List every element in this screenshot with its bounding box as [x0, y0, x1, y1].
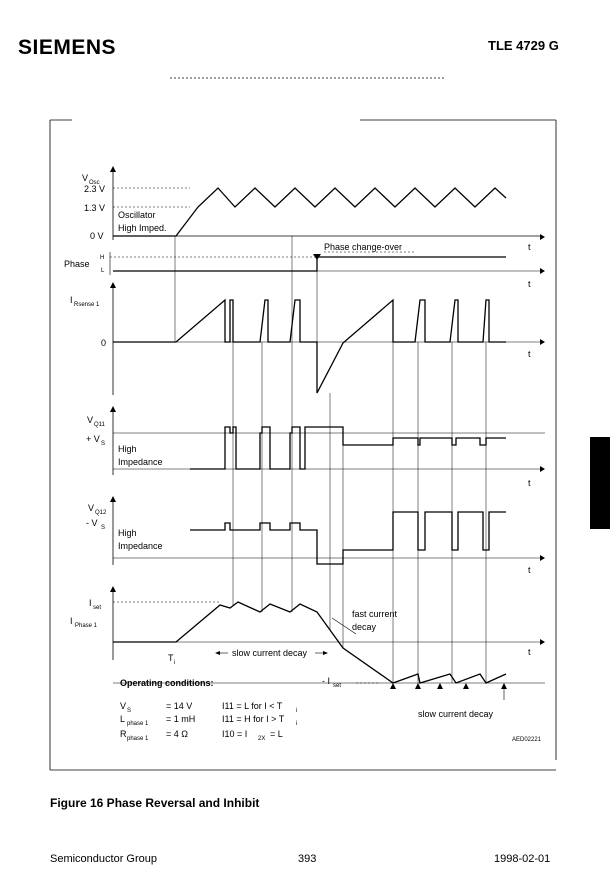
- diagram-label: phase 1: [127, 721, 149, 727]
- diagram-label: 2X: [258, 736, 265, 742]
- level-low-label: 1.3 V: [84, 203, 105, 213]
- i-sense-symbol: I: [70, 295, 73, 305]
- phase-signal: [113, 256, 506, 272]
- diagram-label: Q12: [95, 510, 107, 516]
- diagram-label: set: [333, 683, 341, 689]
- diagram-label: t: [528, 279, 531, 289]
- footer-left: Semiconductor Group: [50, 853, 157, 865]
- diagram-label: Impedance: [118, 541, 163, 551]
- slow-decay-label-1: slow current decay: [232, 648, 308, 658]
- diagram-label: + V: [86, 434, 100, 444]
- operating-conditions-heading: Operating conditions:: [120, 678, 214, 688]
- high-imped-label: High Imped.: [118, 223, 167, 233]
- diagram-label: = 4 Ω: [166, 729, 188, 739]
- diagram-label: V: [87, 415, 93, 425]
- footer-date: 1998-02-01: [494, 853, 551, 865]
- diagram-label: High: [118, 528, 137, 538]
- diagram-label: i: [174, 660, 175, 666]
- diagram-label: I11 = L for I < T: [222, 701, 283, 711]
- diagram-label: L: [101, 268, 105, 274]
- diagram-label: t: [528, 478, 531, 488]
- diagram-label: i: [296, 708, 297, 714]
- phase-label: Phase: [64, 259, 90, 269]
- diagram-label: I: [89, 598, 92, 608]
- oscillator-label: Oscillator: [118, 210, 156, 220]
- brand-logo: SIEMENS: [18, 36, 117, 59]
- sense-current-waveform: [113, 298, 506, 394]
- diagram-label: fast current: [352, 609, 398, 619]
- figure-id: AED02221: [512, 737, 542, 743]
- diagram-label: I10 = I: [222, 729, 247, 739]
- diagram-label: - V: [86, 518, 98, 528]
- diagram-label: = 14 V: [166, 701, 192, 711]
- v-osc-sub: Osc: [89, 180, 100, 186]
- time-axis-label: t: [528, 242, 531, 252]
- part-number: TLE 4729 G: [488, 38, 559, 53]
- level-zero-label: 0 V: [90, 231, 104, 241]
- phase-change-label: Phase change-over: [324, 242, 402, 252]
- level-high-label: 2.3 V: [84, 184, 105, 194]
- diagram-label: S: [101, 441, 105, 447]
- diagram-label: = L: [270, 729, 283, 739]
- diagram-label: t: [528, 349, 531, 359]
- diagram-label: S: [127, 708, 131, 714]
- diagram-label: 0: [101, 338, 106, 348]
- diagram-label: decay: [352, 622, 377, 632]
- diagram-label: t: [528, 565, 531, 575]
- diagram-label: - I: [322, 676, 330, 686]
- diagram-label: High: [118, 444, 137, 454]
- footer-page-number: 393: [298, 853, 317, 865]
- diagram-label: = 1 mH: [166, 714, 195, 724]
- diagram-label: R: [120, 729, 127, 739]
- diagram-label: S: [101, 525, 105, 531]
- diagram-label: t: [528, 647, 531, 657]
- diagram-label: Impedance: [118, 457, 163, 467]
- diagram-label: H: [100, 255, 104, 261]
- vq12-waveform: [190, 511, 506, 565]
- diagram-label: Phase 1: [75, 623, 98, 629]
- diagram-label: i: [296, 721, 297, 727]
- slow-decay-label-2: slow current decay: [418, 709, 494, 719]
- diagram-label: T: [168, 653, 174, 663]
- v-osc-symbol: V: [82, 173, 88, 183]
- diagram-label: Q11: [94, 422, 106, 428]
- oscillator-waveform: [113, 187, 507, 237]
- diagram-label: L: [120, 714, 125, 724]
- section-tab-marker: [590, 437, 610, 529]
- vq11-waveform: [190, 426, 506, 470]
- diagram-label: I11 = H for I > T: [222, 714, 285, 724]
- diagram-label: phase 1: [127, 736, 149, 742]
- diagram-label: I: [70, 616, 73, 626]
- phase-current-waveform: [113, 601, 507, 684]
- figure-caption: Figure 16 Phase Reversal and Inhibit: [50, 796, 260, 810]
- diagram-label: V: [120, 701, 126, 711]
- diagram-label: set: [93, 605, 101, 611]
- diagram-label: V: [88, 503, 94, 513]
- i-sense-sub: Rsense 1: [74, 302, 100, 308]
